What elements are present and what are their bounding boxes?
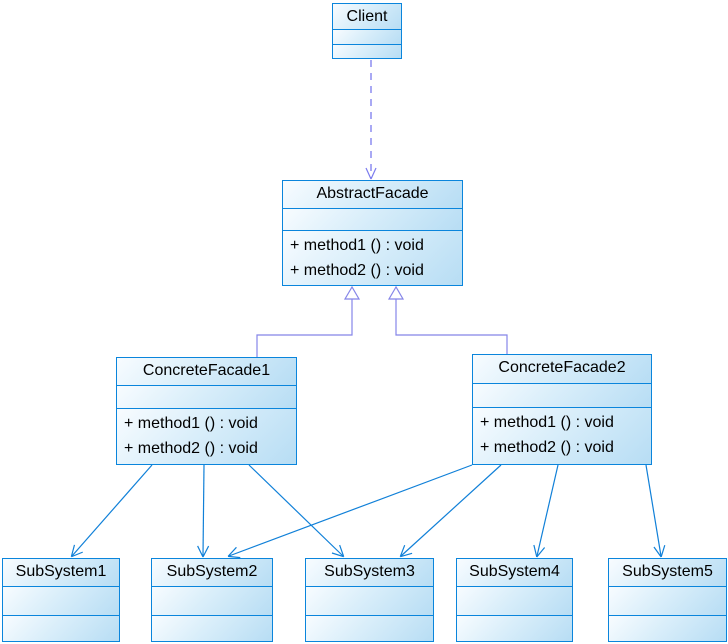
class-subsystem3: SubSystem3 xyxy=(305,558,434,642)
generalization-concretefacade1-abstractfacade xyxy=(256,299,353,357)
class-subsystem3-title: SubSystem3 xyxy=(306,559,433,586)
class-subsystem5-attributes xyxy=(609,586,726,615)
association-concretefacade2-subsystem5 xyxy=(645,464,666,558)
association-concretefacade1-subsystem2 xyxy=(197,464,210,558)
class-concretefacade2-attributes xyxy=(473,383,651,407)
class-subsystem1-title: SubSystem1 xyxy=(3,559,119,586)
method-line: + method2 () : void xyxy=(290,262,424,279)
method-line: + method2 () : void xyxy=(480,439,614,456)
class-subsystem1: SubSystem1 xyxy=(2,558,120,642)
class-abstractfacade: AbstractFacade + method1 () : void + met… xyxy=(282,180,463,286)
class-subsystem5-methods xyxy=(609,615,726,641)
class-concretefacade1-methods: + method1 () : void + method2 () : void xyxy=(117,408,296,464)
generalization-triangle-right xyxy=(387,285,405,300)
class-subsystem3-methods xyxy=(306,615,433,641)
generalization-triangle-left xyxy=(343,285,361,300)
generalization-concretefacade2-abstractfacade xyxy=(395,299,508,354)
class-subsystem1-attributes xyxy=(3,586,119,615)
class-concretefacade1-title: ConcreteFacade1 xyxy=(117,358,296,385)
class-concretefacade2-methods: + method1 () : void + method2 () : void xyxy=(473,407,651,464)
class-concretefacade2: ConcreteFacade2 + method1 () : void + me… xyxy=(472,354,652,465)
method-line: + method1 () : void xyxy=(480,414,614,431)
class-concretefacade1: ConcreteFacade1 + method1 () : void + me… xyxy=(116,357,297,465)
class-subsystem2-methods xyxy=(152,615,272,641)
method-line: + method2 () : void xyxy=(124,440,258,457)
association-concretefacade2-subsystem4 xyxy=(533,464,559,558)
class-client-attributes xyxy=(333,29,401,44)
class-subsystem2-title: SubSystem2 xyxy=(152,559,272,586)
class-client-title: Client xyxy=(333,4,401,29)
class-subsystem5-title: SubSystem5 xyxy=(609,559,726,586)
class-subsystem4: SubSystem4 xyxy=(456,558,573,642)
class-abstractfacade-methods: + method1 () : void + method2 () : void xyxy=(283,230,462,285)
class-subsystem5: SubSystem5 xyxy=(608,558,727,642)
class-subsystem4-title: SubSystem4 xyxy=(457,559,572,586)
class-subsystem4-methods xyxy=(457,615,572,641)
class-abstractfacade-title: AbstractFacade xyxy=(283,181,462,208)
class-concretefacade1-attributes xyxy=(117,385,296,408)
association-concretefacade2-subsystem2 xyxy=(227,464,473,559)
class-client: Client xyxy=(332,3,402,59)
association-concretefacade2-subsystem3 xyxy=(399,464,502,558)
method-line: + method1 () : void xyxy=(290,237,424,254)
class-subsystem2: SubSystem2 xyxy=(151,558,273,642)
class-subsystem4-attributes xyxy=(457,586,572,615)
class-subsystem3-attributes xyxy=(306,586,433,615)
association-concretefacade1-subsystem3 xyxy=(248,464,345,558)
class-subsystem2-attributes xyxy=(152,586,272,615)
class-concretefacade2-title: ConcreteFacade2 xyxy=(473,355,651,383)
association-concretefacade1-subsystem1 xyxy=(70,464,153,558)
class-abstractfacade-attributes xyxy=(283,208,462,230)
method-line: + method1 () : void xyxy=(124,415,258,432)
class-subsystem1-methods xyxy=(3,615,119,641)
class-client-methods xyxy=(333,44,401,58)
